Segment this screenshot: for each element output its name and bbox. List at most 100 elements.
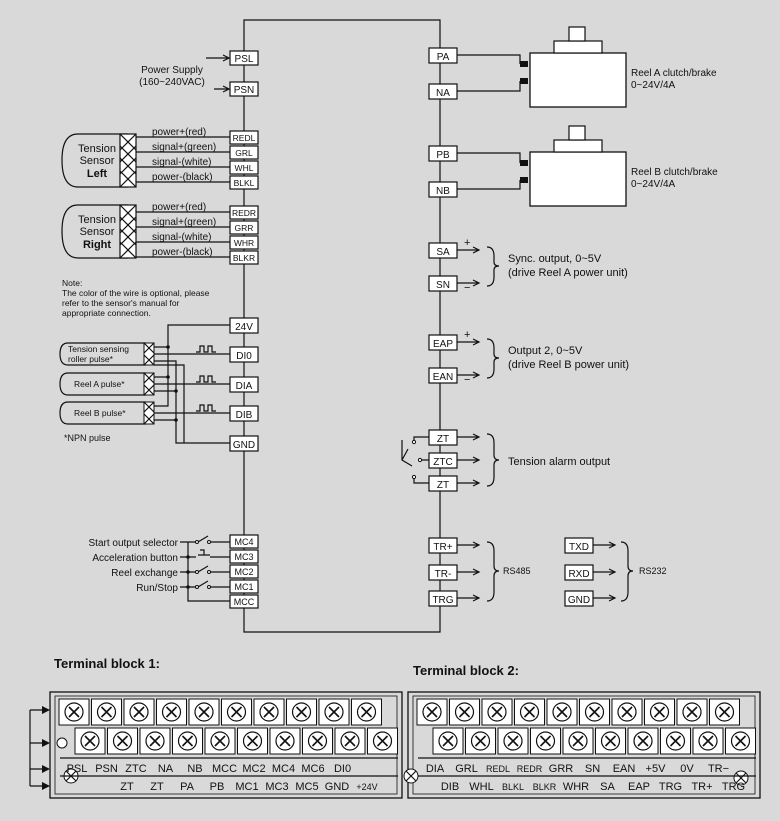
svg-text:Tension sensing: Tension sensing bbox=[68, 344, 129, 354]
terminal-grl: GRL bbox=[229, 145, 259, 160]
svg-text:0~24V/4A: 0~24V/4A bbox=[631, 179, 676, 190]
b1-screw-top-1 bbox=[91, 698, 122, 726]
svg-text:−: − bbox=[464, 282, 470, 294]
svg-text:TXD: TXD bbox=[569, 542, 589, 553]
svg-text:GND: GND bbox=[568, 595, 590, 606]
b2-row2-label-1: WHL bbox=[469, 781, 493, 793]
b1-screw-mid-9 bbox=[367, 727, 398, 755]
svg-text:Reel B clutch/brake: Reel B clutch/brake bbox=[631, 167, 718, 178]
terminal-dia: DIA bbox=[229, 376, 259, 393]
b2-screw-mid-0 bbox=[432, 727, 464, 755]
pulse-sensors: Tension sensing roller pulse* Reel A pul… bbox=[59, 324, 230, 444]
svg-text:signal-(white): signal-(white) bbox=[152, 157, 211, 168]
svg-text:Run/Stop: Run/Stop bbox=[136, 583, 178, 594]
output-2: + − Output 2, 0~5V (drive Reel B power u… bbox=[457, 329, 629, 386]
svg-text:MCC: MCC bbox=[234, 597, 255, 607]
b2-row2-label-0: DIB bbox=[441, 781, 459, 793]
terminal-gnd-rs232: GND bbox=[564, 590, 594, 607]
b1-row1-label-2: ZTC bbox=[125, 763, 146, 775]
terminal-sn: SN bbox=[428, 275, 458, 292]
terminal-dib: DIB bbox=[229, 405, 259, 422]
svg-text:REDL: REDL bbox=[233, 133, 256, 143]
terminal-na: NA bbox=[428, 83, 458, 100]
svg-text:(160~240VAC): (160~240VAC) bbox=[139, 77, 205, 88]
svg-text:TR+: TR+ bbox=[433, 542, 452, 553]
b1-row2-label-3: PB bbox=[210, 781, 225, 793]
reel-a-clutch: Reel A clutch/brake 0~24V/4A bbox=[457, 26, 717, 108]
svg-text:DI0: DI0 bbox=[236, 351, 252, 362]
b1-screw-mid-6 bbox=[269, 727, 301, 755]
svg-text:Reel A clutch/brake: Reel A clutch/brake bbox=[631, 68, 717, 79]
svg-text:refer to the sensor's manual f: refer to the sensor's manual for bbox=[62, 298, 180, 308]
tension-alarm-output: Tension alarm output bbox=[401, 433, 610, 487]
svg-text:DIB: DIB bbox=[236, 410, 253, 421]
svg-text:Reel A pulse*: Reel A pulse* bbox=[74, 379, 125, 389]
reel-b-clutch: Reel B clutch/brake 0~24V/4A bbox=[457, 125, 718, 207]
terminal-gnd: GND bbox=[229, 435, 259, 452]
b1-row2-label-8: +24V bbox=[356, 782, 377, 792]
b1-row1-label-6: MC2 bbox=[242, 763, 265, 775]
b2-screw-top-1 bbox=[449, 698, 480, 726]
b2-screw-mid-1 bbox=[465, 727, 496, 755]
b2-row1-label-8: 0V bbox=[680, 763, 694, 775]
b2-row1-label-7: +5V bbox=[646, 763, 667, 775]
b2-row1-label-5: SN bbox=[585, 763, 600, 775]
svg-text:Reel B pulse*: Reel B pulse* bbox=[74, 408, 126, 418]
terminal-ztc: ZTC bbox=[428, 452, 458, 469]
b1-row1-label-1: PSN bbox=[95, 763, 118, 775]
b2-row2-label-6: EAP bbox=[628, 781, 650, 793]
svg-text:ZTC: ZTC bbox=[433, 457, 452, 468]
b2-screw-mid-8 bbox=[692, 727, 724, 755]
b2-screw-mid-3 bbox=[530, 727, 561, 755]
terminal-mc4: MC4 bbox=[229, 534, 259, 549]
svg-text:RS485: RS485 bbox=[503, 566, 531, 576]
svg-text:ZT: ZT bbox=[437, 434, 449, 445]
terminal-di0: DI0 bbox=[229, 346, 259, 363]
b2-row2-label-2: BLKL bbox=[502, 782, 524, 792]
b1-screw-mid-5 bbox=[237, 727, 268, 755]
b1-row2-label-5: MC3 bbox=[265, 781, 288, 793]
svg-text:Power Supply: Power Supply bbox=[141, 65, 203, 76]
terminal-mcc: MCC bbox=[229, 594, 259, 609]
svg-text:WHR: WHR bbox=[234, 238, 254, 248]
svg-text:GRR: GRR bbox=[235, 223, 254, 233]
svg-text:TR-: TR- bbox=[435, 569, 452, 580]
b1-screw-top-9 bbox=[351, 698, 382, 726]
block2-title: Terminal block 2: bbox=[413, 663, 519, 678]
svg-text:power+(red): power+(red) bbox=[152, 202, 206, 213]
svg-text:+: + bbox=[464, 237, 470, 249]
terminal-24v: 24V bbox=[229, 317, 259, 334]
b2-screw-mid-5 bbox=[595, 727, 626, 755]
svg-text:WHL: WHL bbox=[235, 163, 254, 173]
b2-row2-label-5: SA bbox=[600, 781, 615, 793]
right-terminals: PA NA PB NB SA SN EAP EAN ZT ZTC ZT TR+ … bbox=[428, 47, 458, 607]
b2-screw-mid-7 bbox=[660, 727, 691, 755]
b1-screw-mid-4 bbox=[204, 727, 236, 755]
terminal-whl: WHL bbox=[229, 160, 259, 175]
b1-row2-label-4: MC1 bbox=[235, 781, 258, 793]
svg-text:NA: NA bbox=[436, 88, 450, 99]
terminal-pa: PA bbox=[428, 47, 458, 64]
svg-text:Sync. output, 0~5V: Sync. output, 0~5V bbox=[508, 253, 602, 265]
svg-text:BLKL: BLKL bbox=[234, 178, 255, 188]
svg-text:Output 2, 0~5V: Output 2, 0~5V bbox=[508, 345, 583, 357]
svg-text:MC4: MC4 bbox=[234, 537, 253, 547]
terminal-redr: REDR bbox=[229, 205, 259, 220]
svg-text:+: + bbox=[464, 329, 470, 341]
b2-row1-label-2: REDL bbox=[486, 764, 510, 774]
b2-row1-label-1: GRL bbox=[455, 763, 478, 775]
svg-text:0~24V/4A: 0~24V/4A bbox=[631, 80, 676, 91]
svg-text:(drive Reel B power unit): (drive Reel B power unit) bbox=[508, 359, 629, 371]
svg-text:appropriate connection.: appropriate connection. bbox=[62, 308, 151, 318]
terminal-mc3: MC3 bbox=[229, 549, 259, 564]
b2-row2-label-4: WHR bbox=[563, 781, 589, 793]
terminal-pb: PB bbox=[428, 145, 458, 162]
power-supply: Power Supply (160~240VAC) bbox=[139, 54, 231, 93]
svg-text:Left: Left bbox=[87, 168, 108, 180]
b1-screw-top-2 bbox=[123, 698, 155, 726]
b1-row2-label-0: ZT bbox=[120, 781, 134, 793]
b2-screw-top-2 bbox=[481, 698, 513, 726]
svg-text:24V: 24V bbox=[235, 322, 253, 333]
b1-screw-top-8 bbox=[318, 698, 350, 726]
